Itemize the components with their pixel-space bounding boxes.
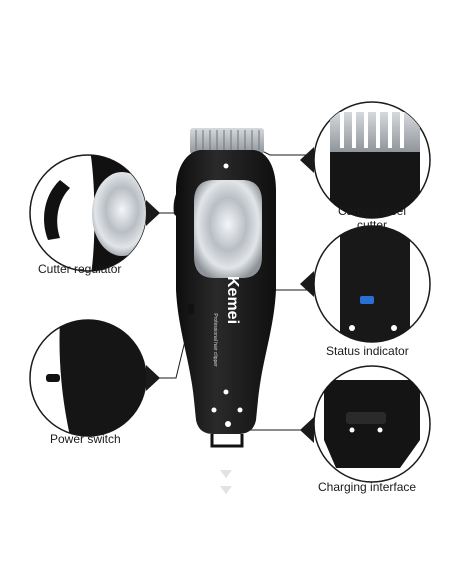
label-power-switch: Power switch (50, 432, 121, 446)
clipper-body (173, 128, 276, 448)
callout-circle-carbon-steel (300, 101, 431, 219)
label-carbon-steel: Carbon steel cutter (332, 204, 412, 232)
label-status-indicator: Status indicator (326, 344, 409, 358)
label-charging-interface: Charging interface (318, 480, 417, 494)
label-carbon-steel-line1: Carbon steel (337, 204, 407, 218)
callout-circle-cutter-regulator (29, 154, 160, 272)
callout-circle-status-indicator (300, 225, 431, 343)
brand-tagline: Professional hair clipper (212, 313, 218, 367)
down-arrow-icon (220, 486, 232, 494)
label-carbon-steel-line2: cutter (356, 218, 387, 232)
callout-circle-power-switch (29, 319, 160, 437)
metal-panel (194, 180, 262, 278)
label-cutter-regulator: Cutter regulator (38, 262, 122, 276)
down-arrow-icon (220, 470, 232, 478)
status-led-icon (360, 296, 374, 304)
callout-circle-charging-interface (300, 365, 431, 483)
brand-logo: Kemei (224, 276, 241, 324)
